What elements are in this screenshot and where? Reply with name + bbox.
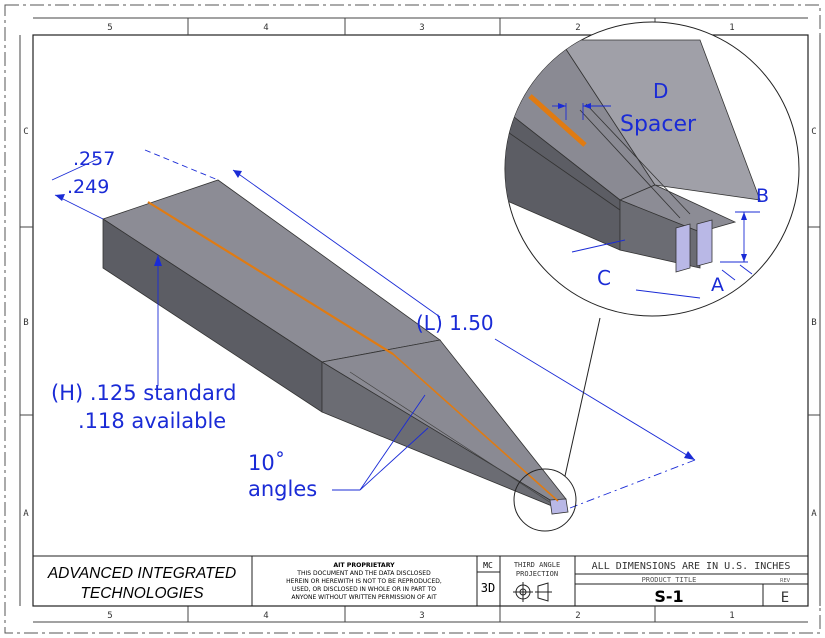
proprietary-title: AIT PROPRIETARY — [333, 562, 395, 569]
zone-row-c-left: C — [23, 127, 28, 137]
mc-label: MC — [483, 561, 493, 570]
spacer-line — [147, 201, 394, 355]
company-name-line1: ADVANCED INTEGRATED — [47, 565, 236, 582]
zone-row-b-right: B — [811, 318, 816, 328]
title-block — [32, 555, 809, 607]
third-angle-projection-icon — [513, 582, 552, 602]
angle-value: 10˚ — [248, 451, 285, 475]
proprietary-line-4: ANYONE WITHOUT WRITTEN PERMISSION OF AIT — [291, 594, 437, 601]
zone-row-a-left: A — [23, 509, 29, 519]
zone-dividers — [19, 17, 821, 623]
zone-row-b-left: B — [23, 318, 28, 328]
projection-line-1: THIRD ANGLE — [514, 561, 560, 569]
detail-view: D Spacer B A C — [504, 21, 800, 317]
angle-label: angles — [248, 477, 317, 501]
width-min-dim: .249 — [67, 176, 109, 198]
product-title: S-1 — [654, 587, 683, 606]
product-title-label: PRODUCT TITLE — [642, 576, 697, 584]
part-3d-view — [102, 179, 569, 515]
zone-col-2-bottom: 2 — [575, 611, 580, 621]
zone-col-3-bottom: 3 — [419, 611, 424, 621]
zone-row-c-right: C — [811, 127, 816, 137]
projection-line-2: PROJECTION — [516, 570, 558, 578]
rev-value: E — [781, 590, 789, 606]
tip-face — [549, 498, 569, 515]
dimension-lines — [51, 149, 696, 509]
zone-col-1-top: 1 — [729, 23, 734, 33]
length-dim: (L) 1.50 — [416, 311, 494, 335]
zone-col-4-top: 4 — [263, 23, 268, 33]
proprietary-line-1: THIS DOCUMENT AND THE DATA DISCLOSED — [296, 570, 431, 577]
detail-callout-circle — [513, 468, 577, 532]
zone-col-1-bottom: 1 — [729, 611, 734, 621]
mc-value: 3D — [481, 581, 495, 595]
proprietary-line-2: HEREIN OR HEREWITH IS NOT TO BE REPRODUC… — [286, 578, 442, 585]
zone-col-5-top: 5 — [107, 23, 112, 33]
zone-col-2-top: 2 — [575, 23, 580, 33]
units-note: ALL DIMENSIONS ARE IN U.S. INCHES — [592, 561, 791, 572]
zone-col-3-top: 3 — [419, 23, 424, 33]
zone-col-5-bottom: 5 — [107, 611, 112, 621]
detail-c-label: C — [597, 266, 611, 290]
height-dim: (H) .125 standard — [51, 381, 236, 405]
detail-spacer-label: Spacer — [620, 112, 697, 137]
company-name-line2: TECHNOLOGIES — [80, 585, 204, 602]
detail-leader — [564, 317, 601, 477]
height-alt-dim: .118 available — [78, 409, 226, 433]
zone-row-a-right: A — [811, 509, 817, 519]
zone-col-4-bottom: 4 — [263, 611, 268, 621]
detail-d-label: D — [653, 79, 668, 103]
proprietary-line-3: USED, OR DISCLOSED IN WHOLE OR IN PART T… — [292, 586, 436, 593]
width-max-dim: .257 — [73, 148, 115, 170]
detail-a-label: A — [711, 274, 724, 296]
rev-label: REV — [780, 578, 791, 584]
detail-b-label: B — [756, 185, 769, 207]
